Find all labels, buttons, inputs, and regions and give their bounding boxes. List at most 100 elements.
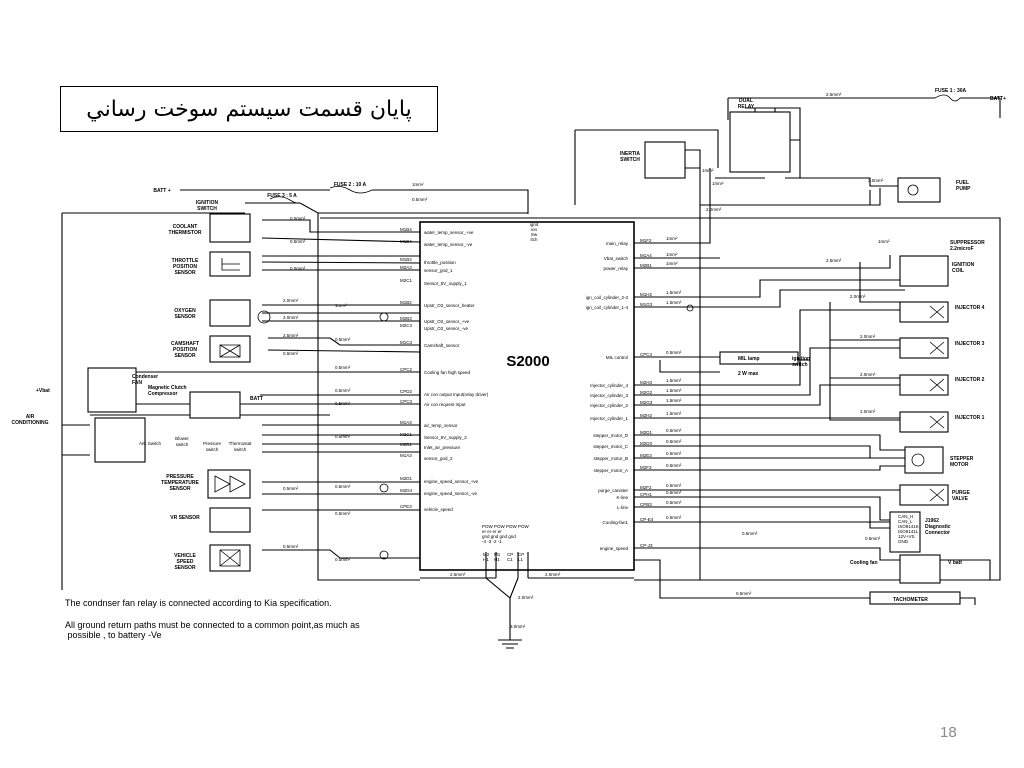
wire-gauge-label: 2.5mm² [283,333,299,338]
ecu-right-pin-signal: stepper_motor_C [593,444,629,449]
ecu-left-pin-signal: Camshaft_sensor [424,343,460,348]
ecu-right-pin-id: M2F2 [640,485,652,490]
ecu-left-pin-signal: Cooling fan high speed [424,370,471,375]
wire-gauge-label: 0.5mm² [742,531,758,536]
ecu-right-pin-id: CPH1 [640,492,653,497]
ecu-name: S2000 [506,353,549,370]
ecu-right-pin-signal: K-line [616,495,628,500]
ecu-left-pin-id: M1C3 [400,340,413,345]
ecu-left-pin-signal: vehicle_speed [424,507,453,512]
ecu-right-pin-id: M2E3 [640,453,652,458]
wire-gauge-label: 0.5mm² [666,500,682,505]
v-batt-label: V batt [948,560,962,566]
ecu-left-pin-id: M2D4 [400,488,413,493]
wire-gauge-label: 1mm² [666,261,678,266]
wire-gauge-label: 0.5mm² [666,350,682,355]
wire-gauge-label: 1mm² [666,252,678,257]
wire-gauge-label: 0.5mm² [283,486,299,491]
mil-lamp-sub: 2 W max [738,371,759,377]
ecu-right-pin-id: M2G3 [640,400,653,405]
cooling-fan-label: Cooling fan [850,560,878,566]
ecu-left-pin-signal: Inlet_air_pressure [424,445,461,450]
right-component-label: INJECTOR 2 [955,377,985,383]
ecu-right-pin-id: CPB3 [640,502,652,507]
ecu-left-pin-signal: Sensor_5V_supply_1 [424,281,467,286]
batt-plus-left-label: BATT + [153,188,170,194]
wire-gauge-label: 0.5mm² [666,451,682,456]
ecu-right-pin-id: CPC4 [640,352,653,357]
wire-gauge-label: 0.5mm² [335,434,351,439]
ecu-left-pin-signal: water_temp_sensor_-ve [424,242,473,247]
wire-gauge-label: 0.5mm² [335,511,351,516]
ecu-right-pin-signal: power_relay [603,266,628,271]
ecu-left-pin-id: CPC2 [400,367,413,372]
ecu-right-pin-signal: stepper_motor_B [593,456,628,461]
wire-gauge-label: 0.5mm² [290,266,306,271]
wire-gauge-label: 0.5mm² [865,536,881,541]
wire-gauge-label: 0.5mm² [666,428,682,433]
wire-gauge-label: 2.0mm² [860,372,876,377]
note-fan-relay: The condnser fan relay is connected acco… [65,598,332,608]
wire-gauge-label: 2.0mm² [706,207,722,212]
wiring [61,94,1001,649]
ecu-right-pin-signal: ign_coil_cylinder_2-3 [586,295,629,300]
wire-gauge-label: 0.5mm² [666,515,682,520]
wire-gauge-label: 1mm² [878,239,890,244]
wire-gauge-label: 0.5mm² [335,388,351,393]
ecu-left-pin-signal: Upstr_O2_sensor_-ve [424,326,469,331]
wire-gauge-label: 0.5mm² [666,483,682,488]
ecu-right-pin-signal: MIL control [606,355,628,360]
wire-gauge-label: 2.5mm² [450,572,466,577]
ecu-right-pin-signal: ign_coil_cylinder_1-4 [586,305,629,310]
ecu-left-pin-signal: engine_speed_sensor_+ve [424,479,479,484]
wire-gauge-label: 2.0mm² [860,409,876,414]
batt-ac-label: BATT [250,396,263,402]
ecu-box [419,221,635,571]
wire-gauge-label: 0.5mm² [335,557,351,562]
ecu-left-pin-id: M1B4 [400,257,412,262]
wire-gauge-label: 1mm² [702,168,714,173]
fuse3-label: FUSE 3 : 5 A [267,193,297,199]
ecu-right-pin-signal: purge_canister [598,488,628,493]
wire-gauge-label: 0.5mm² [666,490,682,495]
ecu-left-pin-signal: sensor_gnd_2 [424,456,453,461]
ecu-left-pin-id: M1A3 [400,453,412,458]
ecu-right-pin-id: M2D1 [640,430,653,435]
ecu-left-pin-signal: Upstr_O2_sensor_heater [424,303,475,308]
ecu-left-pin-id: M2A3 [400,265,412,270]
ac-switch-label: A/C Switch [139,441,162,446]
wire-gauge-label: 1.5mm² [666,300,682,305]
wire-gauge-label: 2.0mm² [283,315,299,320]
ecu-left-pin-id: M2D1 [400,476,413,481]
wire-gauge-label: 2.0mm² [518,595,534,600]
ecu-left-pin-signal: air_temp_sensor [424,423,458,428]
ecu-right-pin-signal: Injector_cylinder_1 [590,416,628,421]
wire-gauge-label: 1.5mm² [666,388,682,393]
ecu-right-pin-signal: stepper_motor_A [593,468,628,473]
ecu-left-pin-id: CPC3 [400,399,413,404]
ecu-left-pin-signal: Air con request Input [424,402,466,407]
left-component-label: VR SENSOR [170,515,200,521]
ecu-left-pin-signal: Sensor_5V_supply_2 [424,435,467,440]
wire-gauge-label: 0.5mm² [335,484,351,489]
ecu-left-pin-id: M2C3 [400,323,413,328]
wire-gauge-label: 1mm² [412,182,424,187]
slide-title: پايان قسمت سيستم سوخت رساني [86,96,412,122]
ecu-left-pin-id: M1B4 [400,227,412,232]
ecu-right-pin-id: M1A4 [640,253,652,258]
ecu-right-pin-id: M2H2 [640,413,653,418]
